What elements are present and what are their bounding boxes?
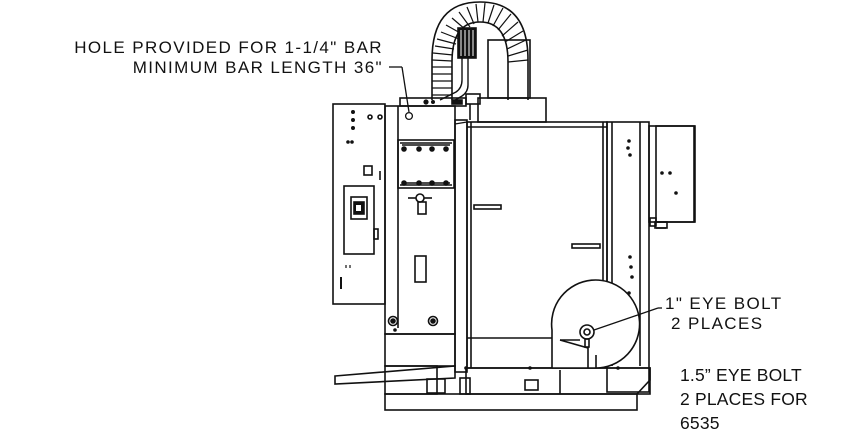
- column: [384, 105, 456, 335]
- eye-bolt-15-line-3: 6535: [680, 413, 720, 433]
- eye-bolt-15-line-2: 2 PLACES FOR: [680, 389, 808, 409]
- eye-bolt-1-callout: 1" EYE BOLT 2 PLACES: [665, 294, 783, 334]
- hole-leader: [389, 66, 414, 121]
- eye-bolt-1-line-2: 2 PLACES: [671, 314, 764, 333]
- spindle-motor: [465, 39, 547, 123]
- eye-bolt-15-line-1: 1.5” EYE BOLT: [680, 365, 802, 385]
- hole-callout-line-1: HOLE PROVIDED FOR 1-1/4" BAR: [74, 38, 383, 57]
- eye-bolt-detail: [550, 279, 641, 369]
- electrical-cabinet: [332, 103, 386, 305]
- cable-carrier: [431, 1, 529, 103]
- eye-bolt-15-callout: 1.5” EYE BOLT 2 PLACES FOR 6535: [680, 363, 808, 435]
- hole-callout-line-2: MINIMUM BAR LENGTH 36": [132, 58, 383, 77]
- rear-box: [648, 125, 696, 229]
- hole-callout: HOLE PROVIDED FOR 1-1/4" BAR MINIMUM BAR…: [74, 38, 383, 78]
- eye-bolt-leader: [593, 307, 662, 331]
- eye-bolt-1-line-1: 1" EYE BOLT: [665, 294, 783, 313]
